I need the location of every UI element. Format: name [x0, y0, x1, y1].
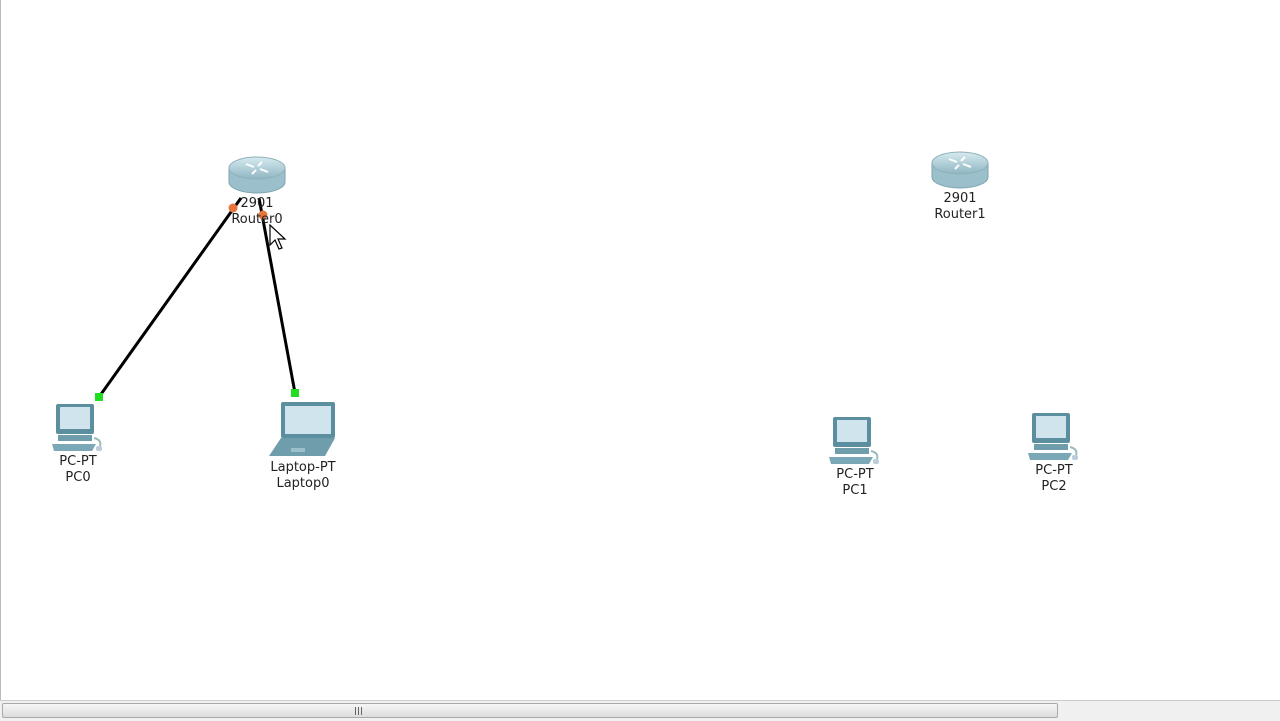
logical-workspace[interactable]: 2901 Router0 2901 Router1 PC-PT PC0 Lapt… [0, 0, 1280, 700]
device-name[interactable]: PC1 [842, 483, 868, 498]
device-name[interactable]: PC2 [1041, 479, 1067, 494]
pc-icon [1026, 411, 1082, 463]
scrollbar-thumb[interactable] [2, 703, 1058, 718]
device-model: 2901 [240, 196, 274, 211]
device-router0[interactable]: 2901 Router0 [197, 154, 317, 228]
link-pc0-router0[interactable] [97, 197, 243, 398]
port-status-up [95, 393, 103, 401]
link-laptop0-router0[interactable] [257, 197, 297, 394]
device-router1[interactable]: 2901 Router1 [900, 149, 1020, 223]
mouse-cursor-icon [269, 224, 287, 250]
device-name[interactable]: PC0 [65, 470, 91, 485]
router-icon [228, 154, 286, 196]
laptop-icon [267, 400, 339, 460]
grip-icon [355, 707, 363, 715]
port-status-down [258, 210, 268, 220]
device-model: Laptop-PT [270, 460, 336, 475]
device-model: PC-PT [59, 454, 97, 469]
device-laptop0[interactable]: Laptop-PT Laptop0 [243, 400, 363, 492]
device-pc1[interactable]: PC-PT PC1 [795, 415, 915, 499]
router-icon [931, 149, 989, 191]
device-name[interactable]: Router0 [231, 212, 283, 227]
pc-icon [50, 402, 106, 454]
port-status-up [291, 389, 299, 397]
port-status-down [228, 203, 238, 213]
links-layer [95, 197, 299, 401]
device-name[interactable]: Router1 [934, 207, 986, 222]
device-model: 2901 [943, 191, 977, 206]
device-pc0[interactable]: PC-PT PC0 [18, 402, 138, 486]
device-pc2[interactable]: PC-PT PC2 [994, 411, 1114, 495]
device-model: PC-PT [836, 467, 874, 482]
pc-icon [827, 415, 883, 467]
horizontal-scrollbar[interactable] [0, 700, 1280, 721]
device-name[interactable]: Laptop0 [276, 476, 330, 491]
device-model: PC-PT [1035, 463, 1073, 478]
